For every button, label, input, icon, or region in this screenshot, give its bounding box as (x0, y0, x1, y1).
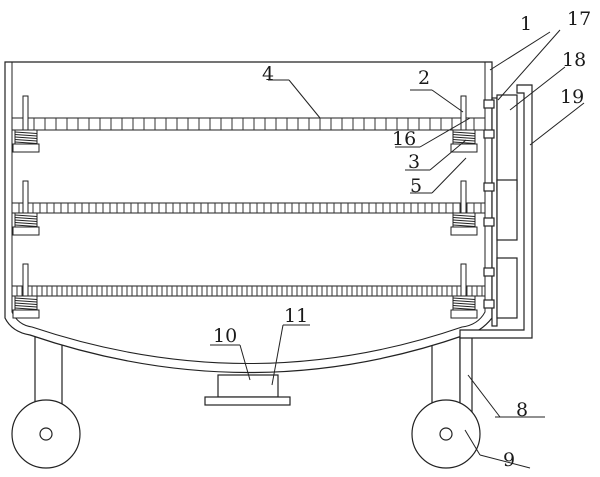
label-9: 9 (503, 449, 515, 471)
spring-base (450, 309, 478, 319)
label-8: 8 (516, 399, 528, 421)
tank-body (4, 61, 493, 374)
spring-base (450, 226, 478, 236)
side-rod (459, 84, 533, 339)
guide-post (460, 180, 467, 214)
label-11: 11 (284, 305, 308, 327)
label-18: 18 (562, 49, 586, 71)
side-blocks (496, 94, 518, 319)
spring-base (12, 309, 40, 319)
spring-base (450, 143, 478, 153)
screen-plate (11, 117, 486, 131)
label-3: 3 (408, 151, 420, 173)
label-10: 10 (213, 325, 237, 347)
guide-post (22, 95, 29, 131)
label-1: 1 (520, 13, 532, 35)
right-wheel (411, 399, 481, 469)
label-2: 2 (418, 67, 430, 89)
guide-post (460, 95, 467, 131)
screen-plate (11, 202, 486, 214)
outlet-pipe (204, 374, 291, 406)
label-17: 17 (567, 8, 591, 30)
guide-post (22, 263, 29, 297)
label-5: 5 (410, 175, 422, 197)
spring-base (12, 226, 40, 236)
label-4: 4 (262, 63, 274, 85)
leader-lines (210, 29, 585, 469)
screen-layers (11, 95, 486, 319)
guide-post (22, 180, 29, 214)
spring-base (12, 143, 40, 153)
left-wheel (11, 399, 81, 469)
guide-post (460, 263, 467, 297)
label-16: 16 (392, 128, 416, 150)
label-19: 19 (560, 86, 584, 108)
labels: 1 2 3 4 5 8 9 10 11 16 17 18 19 (213, 8, 591, 471)
screen-plate (11, 285, 486, 297)
side-brackets (483, 99, 495, 309)
